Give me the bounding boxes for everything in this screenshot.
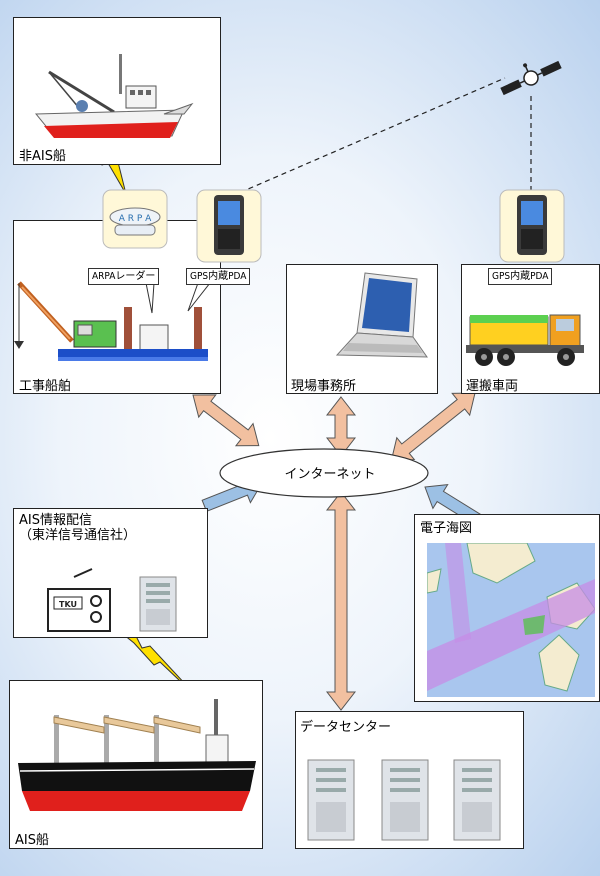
server-icon <box>307 759 355 841</box>
data-center-label: データセンター <box>300 720 392 735</box>
ais-ship-label: AIS船 <box>15 833 49 848</box>
satellite-icon <box>500 60 562 96</box>
arpa-radar-callout: ARPAレーダー <box>88 268 160 285</box>
laptop-icon <box>335 272 428 358</box>
radar-pointer <box>145 283 155 314</box>
radar-face-text: A R P A <box>119 214 152 224</box>
crane-barge-icon <box>14 281 208 361</box>
server-icon <box>453 759 501 841</box>
ais-distribution-panel[interactable]: AIS情報配信 （東洋信号通信社） TKU <box>13 508 208 638</box>
pda-pointer <box>187 283 211 312</box>
electronic-chart-label: 電子海図 <box>420 521 473 536</box>
link-datacenter-internet <box>325 491 357 711</box>
site-office-label: 現場事務所 <box>291 379 357 394</box>
link-office-internet <box>325 396 357 457</box>
transport-vehicle-label: 運搬車両 <box>466 379 519 394</box>
gps-pda-vehicle-callout: GPS内蔵PDA <box>488 268 553 285</box>
gps-pda-ship-callout: GPS内蔵PDA <box>186 268 251 285</box>
ais-distribution-label: AIS情報配信 （東洋信号通信社） <box>19 513 137 543</box>
data-center-panel[interactable]: データセンター <box>295 711 524 849</box>
non-ais-ship-label: 非AIS船 <box>19 149 66 164</box>
internet-hub[interactable] <box>219 448 429 498</box>
radio-icon: TKU <box>47 568 111 632</box>
radar-icon: A R P A <box>102 189 168 249</box>
chart-map-icon <box>427 543 595 697</box>
dump-truck-icon <box>466 314 584 366</box>
radio-face-text: TKU <box>59 600 77 609</box>
server-icon <box>381 759 429 841</box>
electronic-chart-panel[interactable]: 電子海図 <box>414 514 600 702</box>
pda-icon <box>499 189 565 263</box>
site-office-panel[interactable]: 現場事務所 <box>286 264 438 394</box>
link-construction-internet <box>192 394 260 447</box>
construction-ship-label: 工事船舶 <box>19 379 72 394</box>
server-icon <box>139 576 177 632</box>
fishing-boat-icon <box>34 54 194 138</box>
satellite-link-ship-pda <box>231 77 506 197</box>
non-ais-ship-panel[interactable]: 非AIS船 <box>13 17 221 165</box>
ais-ship-panel[interactable]: AIS船 <box>9 680 263 849</box>
pda-icon <box>196 189 262 263</box>
transport-vehicle-panel[interactable]: 運搬車両 <box>461 264 600 394</box>
cargo-ship-icon <box>18 699 256 811</box>
internet-label: インターネット <box>284 467 375 482</box>
